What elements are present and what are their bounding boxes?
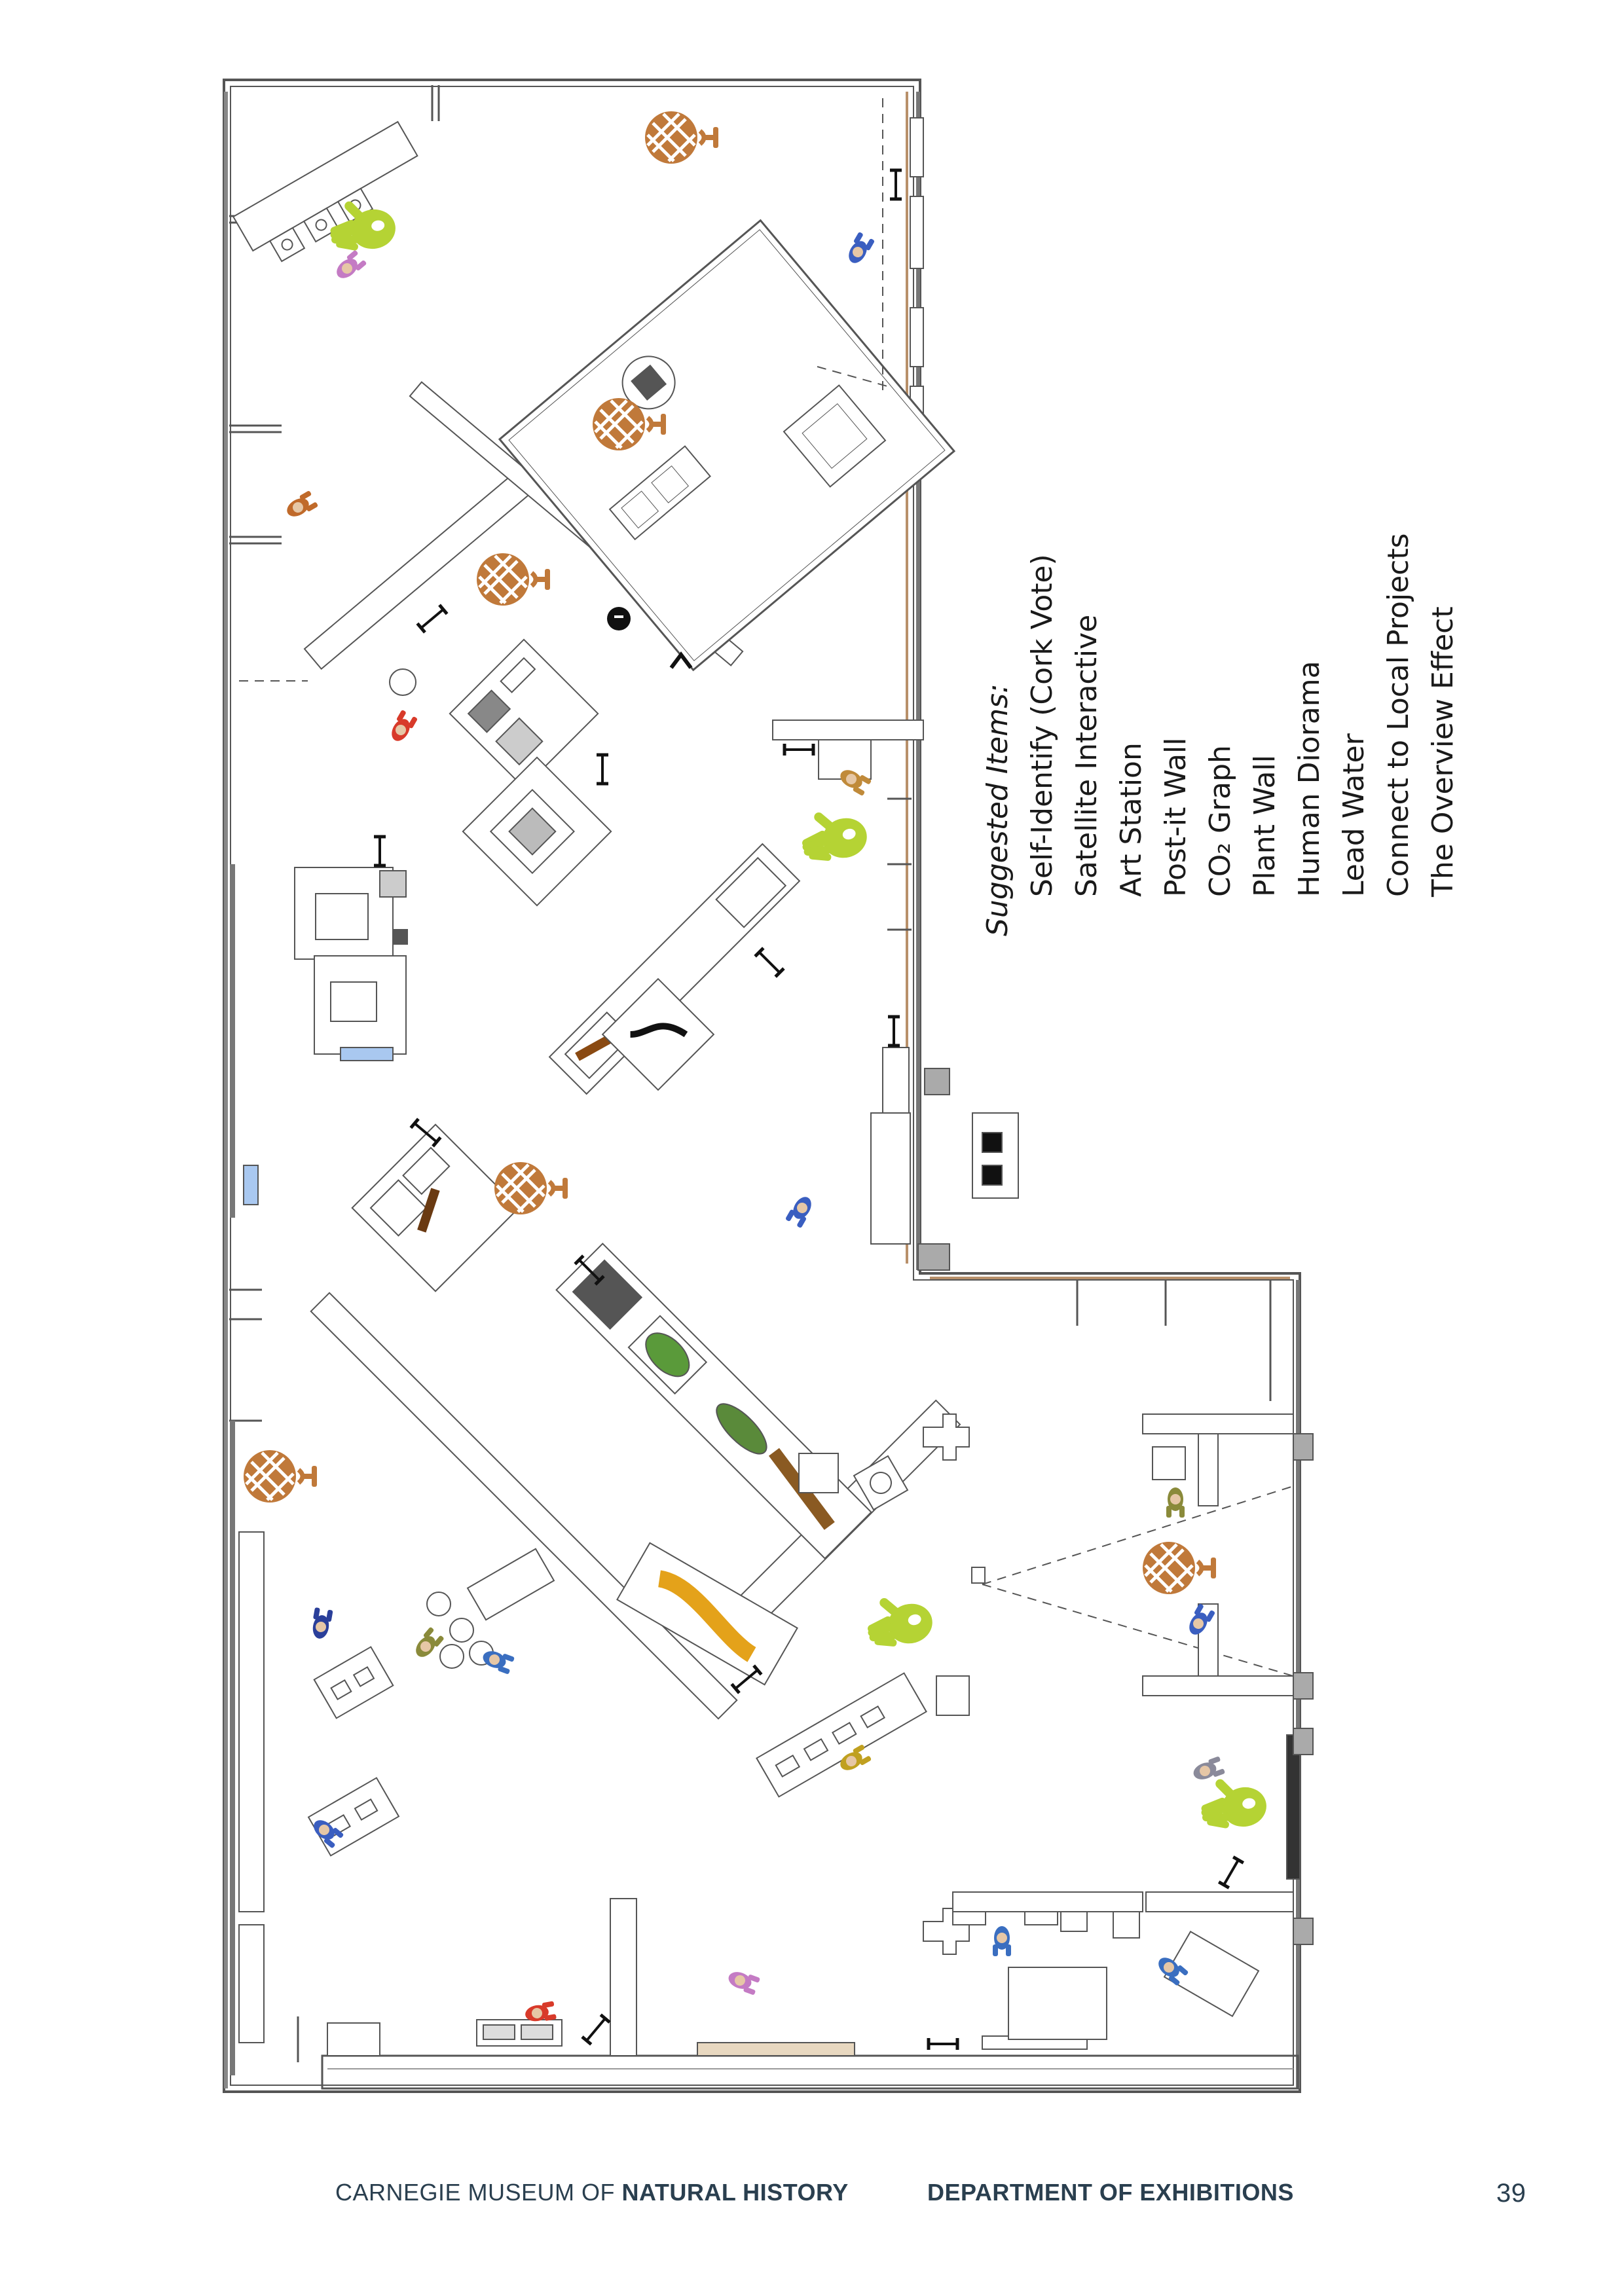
list-item: Art Station	[1115, 742, 1148, 897]
case-cluster-mid	[351, 1123, 520, 1292]
list-item: Post-it Wall	[1159, 737, 1192, 897]
markers	[607, 607, 693, 669]
list-item: Satellite Interactive	[1070, 614, 1103, 897]
list-item: Self-Identify (Cork Vote)	[1025, 554, 1059, 897]
satellite-room	[498, 219, 956, 672]
diagonal-wall-lower	[310, 1292, 738, 1720]
footer-org-bold: NATURAL HISTORY	[621, 2179, 849, 2206]
suggested-items-title: Suggested Items:	[981, 683, 1014, 936]
case-dark-object	[601, 977, 715, 1091]
list-item: Connect to Local Projects	[1382, 533, 1415, 897]
list-item: Human Diorama	[1293, 661, 1326, 897]
case-cluster-upper	[294, 638, 612, 1061]
suggested-items-panel: Suggested Items: Self-Identify (Cork Vot…	[976, 498, 1500, 936]
suggested-items-list: Self-Identify (Cork Vote) Satellite Inte…	[1020, 498, 1466, 936]
footer-department: DEPARTMENT OF EXHIBITIONS	[927, 2179, 1294, 2206]
projection-lines	[239, 98, 1294, 1677]
list-item: CO₂ Graph	[1204, 745, 1237, 897]
footer-org-prefix: CARNEGIE MUSEUM OF	[335, 2179, 622, 2206]
list-item: The Overview Effect	[1426, 606, 1460, 897]
list-item: Plant Wall	[1248, 755, 1282, 897]
list-item: Lead Water	[1337, 733, 1371, 897]
case-yellow-object	[616, 1542, 798, 1686]
desk-station	[232, 120, 418, 263]
page-number: 39	[1496, 2179, 1526, 2208]
case-long-lower	[555, 1243, 872, 1559]
footer-organization: CARNEGIE MUSEUM OF NATURAL HISTORY	[335, 2179, 849, 2206]
